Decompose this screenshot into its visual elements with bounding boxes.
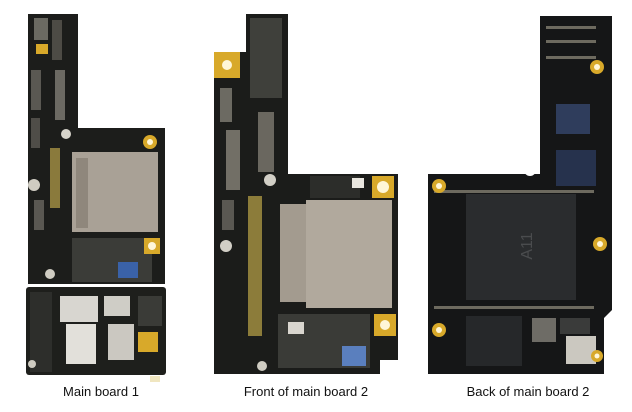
caption-main-board-1: Main board 1 xyxy=(63,384,139,399)
main-board-2-front xyxy=(214,14,398,374)
main-board-2-back: A11 xyxy=(428,16,612,374)
a11-processor xyxy=(466,194,576,300)
board2-front-blue-chip xyxy=(342,346,366,366)
board2-front-rf-shield xyxy=(306,200,392,308)
board2-front-rf-shield-small xyxy=(280,204,306,302)
board1-blue-chip xyxy=(118,262,138,278)
a11-chip-marking: A11 xyxy=(519,232,536,259)
caption-back-main-board-2: Back of main board 2 xyxy=(466,384,590,399)
caption-front-main-board-2: Front of main board 2 xyxy=(243,384,369,399)
main-board-1 xyxy=(26,14,166,382)
